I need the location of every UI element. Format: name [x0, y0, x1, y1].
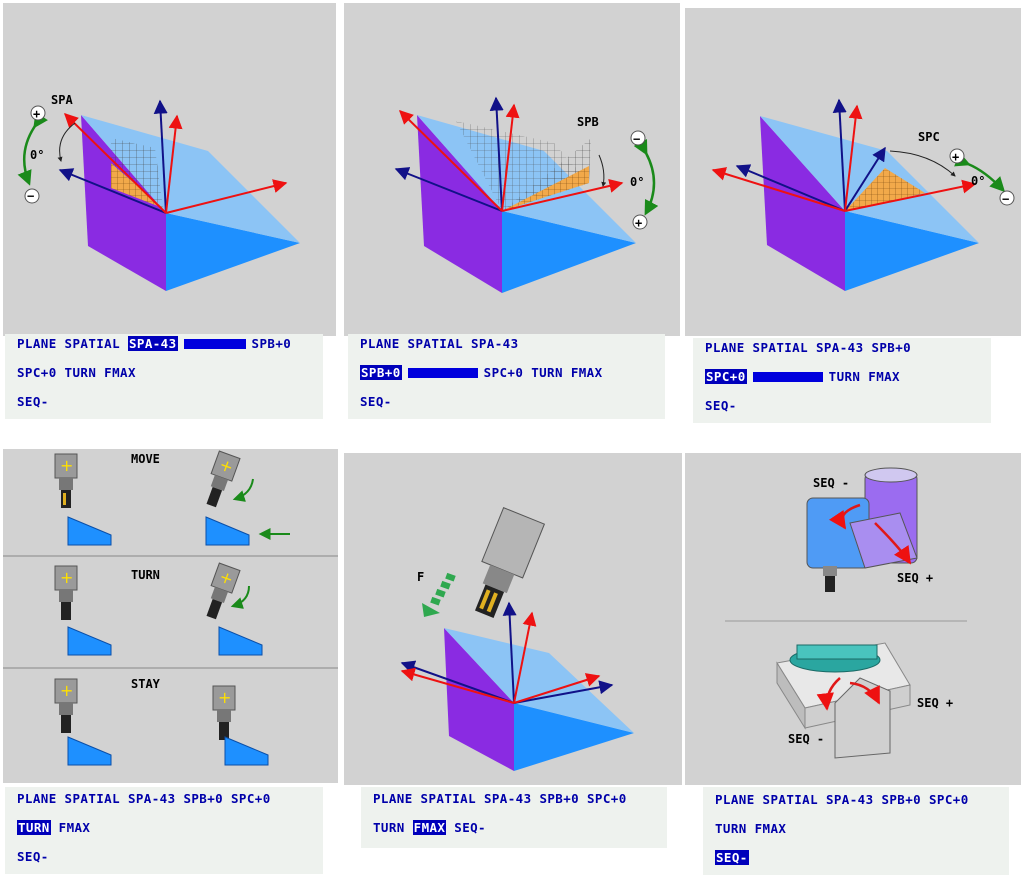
fmax-diagram: F [400, 507, 634, 771]
fmax-diagram-panel: F [344, 453, 682, 785]
spa-diagram: + − SPA 0° [17, 93, 300, 291]
seq-minus-top: SEQ - [813, 476, 849, 490]
seq-diagram-panel: SEQ - SEQ + SEQ + SEQ - [685, 453, 1021, 785]
spc-diagram-panel: + − SPC 0° [685, 8, 1021, 336]
turn-label: TURN [131, 568, 160, 582]
stay-label: STAY [131, 677, 161, 691]
spb-zero-label: 0° [630, 175, 644, 189]
spb-diagram: − + SPB 0° [394, 96, 659, 293]
svg-text:+: + [60, 568, 73, 587]
svg-text:+: + [217, 567, 236, 589]
code-block-turn: PLANE SPATIAL SPA-43 SPB+0 SPC+0 TURN FM… [5, 787, 323, 874]
code-block-seq: PLANE SPATIAL SPA-43 SPB+0 SPC+0 TURN FM… [703, 787, 1009, 875]
milling-tool [475, 507, 546, 618]
spb-diagram-panel: − + SPB 0° [344, 3, 680, 336]
svg-text:+: + [33, 107, 40, 121]
spa-label: SPA [51, 93, 73, 107]
seq-diagram: SEQ - SEQ + SEQ + SEQ - [725, 467, 967, 759]
block-left-face [81, 115, 166, 291]
spc-diagram: + − SPC 0° [711, 98, 1015, 291]
spb-label: SPB [577, 115, 599, 129]
svg-text:−: − [633, 132, 640, 146]
svg-text:+: + [218, 688, 231, 707]
seq-plus-top: SEQ + [897, 571, 933, 585]
svg-text:+: + [635, 216, 642, 230]
svg-text:−: − [27, 189, 34, 203]
move-turn-stay-panel: + + MOVE + + TURN [3, 449, 338, 783]
svg-text:−: − [1002, 192, 1009, 206]
spa-diagram-panel: + − SPA 0° [3, 3, 336, 336]
feed-label: F [417, 570, 424, 584]
seq-minus-bottom: SEQ - [788, 732, 824, 746]
block-right-face [166, 213, 300, 291]
svg-text:+: + [60, 456, 73, 475]
move-turn-stay-diagram: + + MOVE + + TURN [3, 450, 338, 766]
spa-zero-label: 0° [30, 148, 44, 162]
seq-plus-bottom: SEQ + [917, 696, 953, 710]
svg-text:+: + [952, 150, 959, 164]
spc-label: SPC [918, 130, 940, 144]
spc-zero-label: 0° [971, 174, 985, 188]
svg-text:+: + [217, 455, 236, 477]
svg-text:+: + [60, 681, 73, 700]
code-block-fmax: PLANE SPATIAL SPA-43 SPB+0 SPC+0 TURN FM… [361, 787, 667, 848]
move-label: MOVE [131, 452, 160, 466]
